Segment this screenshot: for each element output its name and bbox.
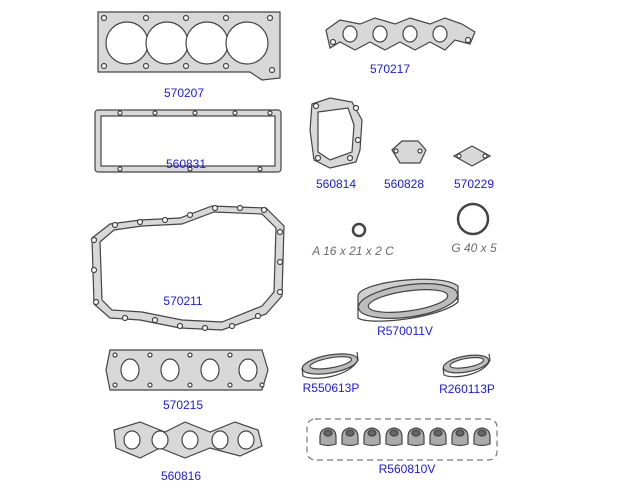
exhaust-gasket-drawing <box>105 349 269 391</box>
diamond-plate-drawing <box>452 145 492 167</box>
valve-cover-drawing <box>94 109 282 173</box>
large-oil-seal-drawing <box>357 278 459 322</box>
head-gasket-drawing <box>97 11 281 81</box>
part-label-560831: 560831 <box>165 157 207 171</box>
oil-seal-left-drawing <box>301 351 359 379</box>
intake-gasket-drawing <box>325 17 476 51</box>
valve-stem-seals-drawing <box>319 427 491 447</box>
part-label-R260113P: R260113P <box>439 382 495 396</box>
part-label-570217: 570217 <box>369 62 411 76</box>
oil-pan-drawing <box>90 204 285 332</box>
large-o-ring-drawing <box>456 202 490 236</box>
exhaust-gasket-2-drawing <box>113 421 263 459</box>
small-plate-drawing <box>391 140 427 164</box>
part-label-o-ring-large: G 40 x 5 <box>451 241 497 255</box>
part-label-570215: 570215 <box>162 398 204 412</box>
water-pump-drawing <box>309 97 363 169</box>
oil-seal-right-drawing <box>442 353 491 378</box>
small-o-ring-drawing <box>351 222 367 238</box>
part-label-560814: 560814 <box>315 177 357 191</box>
part-label-570211: 570211 <box>163 294 203 308</box>
part-label-570229: 570229 <box>453 177 495 191</box>
part-label-560828: 560828 <box>383 177 425 191</box>
part-label-R570011V: R570011V <box>377 324 433 338</box>
part-label-560816: 560816 <box>160 469 202 483</box>
part-label-R560810V: R560810V <box>378 462 436 476</box>
part-label-570207: 570207 <box>163 86 205 100</box>
valve-seal-box <box>306 418 498 461</box>
part-label-R550613P: R550613P <box>302 381 360 395</box>
part-label-o-ring-small: A 16 x 21 x 2 C <box>312 244 394 258</box>
